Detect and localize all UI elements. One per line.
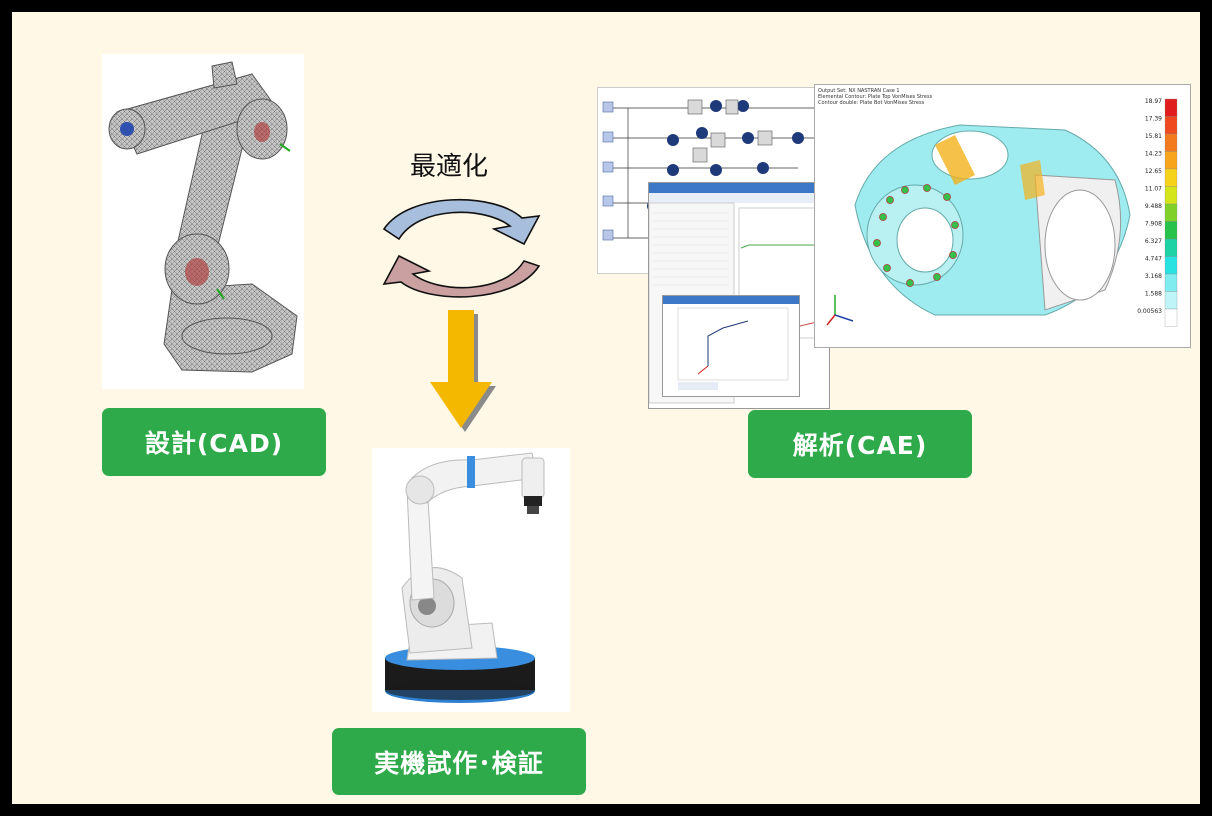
optimization-cycle-icon [382, 198, 541, 298]
legend-value: 14.23 [1145, 151, 1162, 158]
legend-swatch [1164, 203, 1178, 222]
legend-swatch [1164, 116, 1178, 135]
legend-value: 17.39 [1145, 116, 1162, 123]
legend-value: 15.81 [1145, 133, 1162, 140]
legend-value: 12.65 [1145, 168, 1162, 175]
legend-swatch [1164, 273, 1178, 292]
optimization-label: 最適化 [410, 152, 489, 182]
analysis-cae-label: 解析(CAE) [748, 410, 972, 478]
legend-swatch [1164, 98, 1178, 117]
legend-value: 9.488 [1145, 203, 1162, 210]
prototype-robot-image [372, 448, 570, 712]
stress-legend: 18.97 17.39 15.81 14.23 12.65 11.07 9.488 7.908… [1137, 98, 1178, 327]
legend-swatch [1164, 238, 1178, 257]
cae-small-3d-window [662, 295, 800, 397]
legend-swatch [1164, 186, 1178, 205]
legend-swatch [1164, 256, 1178, 275]
legend-swatch [1164, 151, 1178, 170]
legend-value: 1.588 [1145, 291, 1162, 298]
legend-value: 7.908 [1145, 221, 1162, 228]
design-cad-label: 設計(CAD) [102, 408, 326, 476]
diagram-panel: 設計(CAD) 最適化 [12, 12, 1200, 804]
cae-stress-result-window: Output Set: NX NASTRAN Case 1 Elemental … [814, 84, 1191, 348]
legend-swatch [1164, 168, 1178, 187]
legend-value: 18.97 [1145, 98, 1162, 105]
legend-value: 4.747 [1145, 256, 1162, 263]
legend-value: 6.327 [1145, 238, 1162, 245]
prototype-verification-label: 実機試作･検証 [332, 728, 586, 795]
cae-header-line-1: Output Set: NX NASTRAN Case 1 [818, 88, 900, 94]
legend-value: 11.07 [1145, 186, 1162, 193]
legend-swatch [1164, 133, 1178, 152]
cad-robot-image [102, 54, 304, 389]
legend-value: 0.00563 [1137, 308, 1162, 315]
legend-swatch [1164, 308, 1178, 327]
process-arrow-icon [430, 310, 496, 432]
cae-header-line-2: Elemental Contour: Plate Top VonMises St… [818, 94, 933, 100]
legend-swatch [1164, 221, 1178, 240]
legend-value: 3.168 [1145, 273, 1162, 280]
legend-swatch [1164, 291, 1178, 310]
cae-header-line-3: Contour double: Plate Bot VonMises Stres… [818, 100, 925, 106]
